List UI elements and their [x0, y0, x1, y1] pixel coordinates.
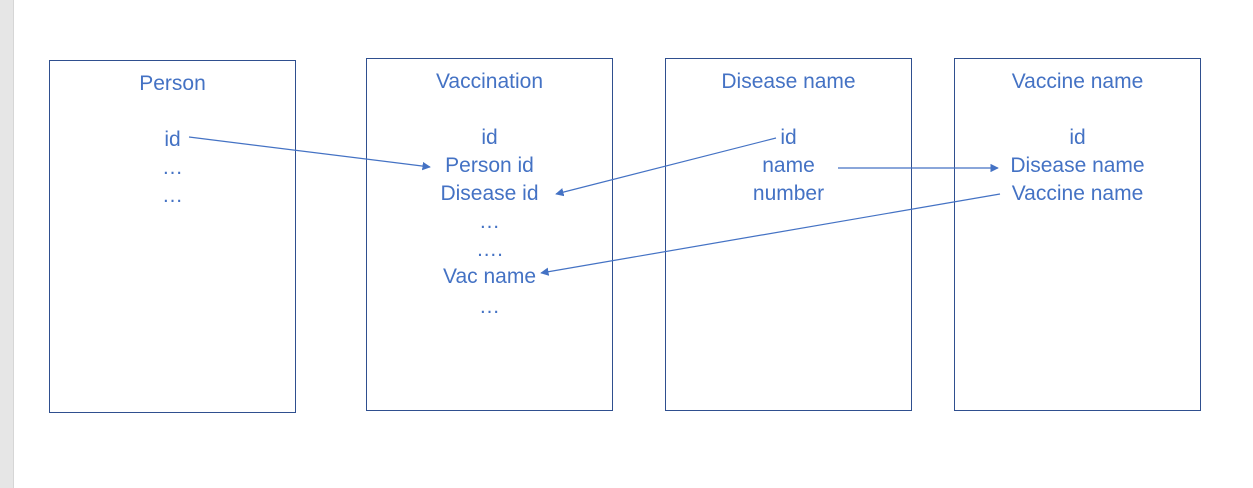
vaccination-field-id: id — [481, 126, 498, 149]
vaccination-field-vac-name: Vac name — [443, 265, 536, 288]
disease-field-name: name — [762, 154, 815, 177]
window-left-gutter — [0, 0, 14, 488]
vaccine-field-id: id — [1069, 126, 1086, 149]
vaccine-field-vaccine-name: Vaccine name — [1011, 182, 1144, 205]
vaccination-field-person-id: Person id — [445, 154, 534, 177]
entity-box-person: Person id … … — [49, 60, 296, 413]
entity-title-disease-name: Disease name — [721, 70, 856, 93]
vaccination-field-disease-id: Disease id — [440, 182, 539, 205]
person-field-ellipsis-1: … — [162, 156, 183, 179]
disease-field-id: id — [780, 126, 797, 149]
vaccine-field-disease-name: Disease name — [1010, 154, 1145, 177]
vaccination-field-ellipsis-2: …. — [476, 238, 503, 261]
entity-box-disease-name: Disease name id name number — [665, 58, 912, 411]
disease-field-number: number — [752, 182, 825, 205]
entity-title-person: Person — [139, 72, 206, 95]
entity-box-vaccine-name: Vaccine name id Disease name Vaccine nam… — [954, 58, 1201, 411]
person-field-id: id — [164, 128, 181, 151]
entity-box-vaccination: Vaccination id Person id Disease id … ….… — [366, 58, 613, 411]
entity-title-vaccination: Vaccination — [435, 70, 543, 93]
person-field-ellipsis-2: … — [162, 184, 183, 207]
vaccination-field-ellipsis-1: … — [479, 210, 500, 233]
entity-title-vaccine-name: Vaccine name — [1011, 70, 1144, 93]
vaccination-field-ellipsis-3: … — [479, 295, 500, 318]
